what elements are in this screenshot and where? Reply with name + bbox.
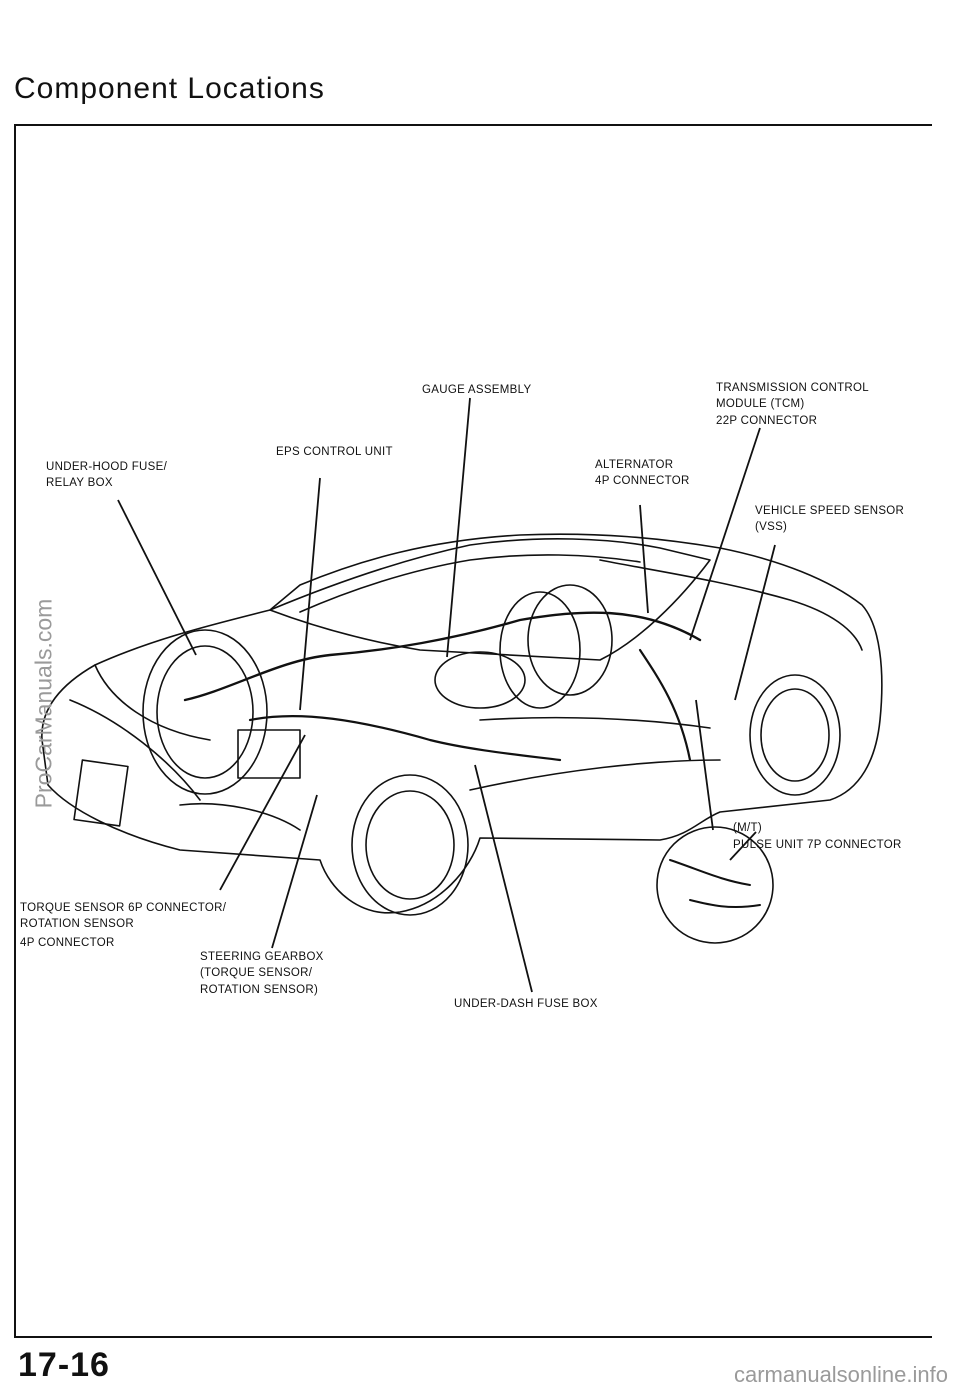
page-number: 17-16 [18, 1346, 110, 1384]
leader-tcm [689, 427, 761, 641]
label-fuse-box-line2: RELAY BOX [46, 477, 113, 489]
label-torque-line1: TORQUE SENSOR 6P CONNECTOR/ [20, 902, 227, 914]
label-fuse-box-line1: UNDER-HOOD FUSE/ [46, 461, 168, 473]
car-body [41, 533, 883, 914]
label-gauge-assembly: GAUGE ASSEMBLY [422, 384, 532, 396]
label-torque-line2: ROTATION SENSOR [20, 918, 134, 930]
battery [237, 729, 301, 779]
leader-eps [299, 477, 321, 711]
leader-fuse-box [117, 499, 197, 656]
label-eps-control-unit: EPS CONTROL UNIT [276, 446, 393, 458]
label-pulse-line2: PULSE UNIT 7P CONNECTOR [733, 839, 902, 851]
car-roof [269, 538, 711, 661]
label-alternator-line1: ALTERNATOR [595, 459, 674, 471]
label-tcm-line3: 22P CONNECTOR [716, 415, 818, 427]
rear-wheel [749, 674, 841, 796]
leader-gearbox [271, 794, 318, 949]
label-pulse-line1: (M/T) [733, 822, 762, 834]
pulse-unit-inset [656, 826, 774, 944]
leader-gauge [446, 397, 471, 658]
front-right-wheel [351, 774, 469, 916]
label-gearbox-line3: ROTATION SENSOR) [200, 984, 319, 996]
leader-underdash [474, 764, 533, 993]
leader-alternator [639, 504, 649, 614]
label-vss-line1: VEHICLE SPEED SENSOR [755, 505, 905, 517]
front-left-wheel [142, 629, 268, 795]
label-tcm-line1: TRANSMISSION CONTROL [716, 382, 869, 394]
steering-wheel [434, 651, 526, 709]
label-under-dash-fuse-box: UNDER-DASH FUSE BOX [454, 998, 598, 1010]
label-alternator-line2: 4P CONNECTOR [595, 475, 690, 487]
leader-pulse [695, 699, 714, 831]
leader-pulse-inset [729, 831, 757, 861]
watermark-footer: carmanualsonline.info [733, 1362, 948, 1387]
watermark-side: ProCarManuals.com [30, 598, 57, 809]
leader-vss [734, 544, 776, 701]
leader-torque [219, 734, 306, 891]
label-tcm-line2: MODULE (TCM) [716, 398, 805, 410]
label-vss-line2: (VSS) [755, 521, 788, 533]
label-gearbox-line1: STEERING GEARBOX [200, 951, 324, 963]
label-gearbox-line2: (TORQUE SENSOR/ [200, 967, 313, 979]
label-torque-line3: 4P CONNECTOR [20, 937, 115, 949]
diagram-frame [14, 124, 932, 1338]
page-title: Component Locations [14, 72, 325, 105]
